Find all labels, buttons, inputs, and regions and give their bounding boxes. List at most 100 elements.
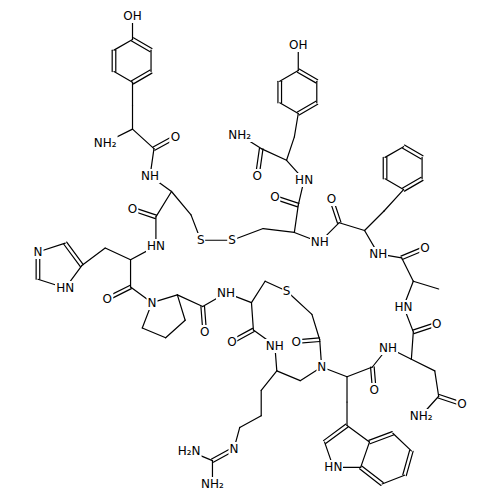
atom-label: OH [288, 38, 308, 52]
bond-line [326, 427, 348, 444]
atom-label: HN [146, 239, 166, 253]
atom-label: NH₂ [93, 136, 118, 150]
atom-label: NH [216, 286, 236, 300]
atom-label: H₂N [177, 444, 202, 458]
bond-line [277, 371, 300, 381]
atom-label: O [456, 397, 467, 411]
bond-line [393, 433, 412, 451]
bond-line [112, 50, 113, 71]
bond-line [411, 332, 413, 359]
bond-line [385, 147, 404, 158]
atom-label: O [431, 317, 442, 331]
bond-line [156, 192, 172, 217]
atom-label: NH [265, 339, 285, 353]
bond-line [287, 137, 295, 160]
bond-line [261, 149, 286, 161]
bond-line [297, 101, 316, 112]
bond-line [384, 190, 404, 211]
bond-line [172, 192, 192, 215]
bond-line [132, 82, 133, 105]
atom-label: O [101, 292, 112, 306]
atom-label: S [196, 233, 206, 247]
bond-line [105, 248, 130, 260]
bond-line [280, 103, 299, 114]
atom-label: N [32, 245, 43, 259]
bond-line [406, 451, 413, 475]
bond-line [324, 424, 346, 441]
atom-label: HN [55, 281, 75, 295]
atom-label: OH [122, 9, 142, 23]
atom-label: N [228, 442, 239, 456]
bond-line [411, 359, 434, 371]
bond-line [177, 295, 185, 320]
atom-label: NH₂ [409, 409, 434, 423]
bond-line [132, 106, 133, 129]
bond-line [339, 223, 364, 231]
atom-label: NH₂ [227, 128, 252, 142]
bond-line [133, 73, 152, 84]
atom-label: O [252, 169, 263, 183]
atom-label: N [316, 360, 327, 374]
bond-line [297, 72, 316, 83]
bond-line [114, 72, 133, 83]
bond-line [240, 416, 261, 428]
atom-label: O [269, 190, 280, 204]
bond-line [82, 248, 105, 266]
bond-line [370, 435, 393, 444]
bond-line [346, 377, 347, 402]
atom-label: NH₂ [200, 477, 225, 491]
atom-label: HN [294, 173, 314, 187]
bond-line [114, 39, 133, 50]
bond-line [64, 244, 81, 266]
bond-line [386, 157, 387, 178]
bond-line [294, 205, 298, 232]
bond-line [360, 469, 381, 486]
atom-label: N [147, 296, 158, 310]
bond-line [385, 179, 404, 190]
bond-line [251, 303, 253, 330]
atom-label: NH [368, 247, 388, 261]
bond-line [365, 211, 385, 231]
atom-label: HN [323, 460, 343, 474]
bond-line [280, 71, 299, 82]
atom-label: NH [378, 341, 398, 355]
bond-line [133, 129, 154, 149]
atom-label: HN [394, 300, 414, 314]
bond-line [294, 114, 298, 137]
atom-label: O [326, 192, 337, 206]
bond-line [403, 148, 422, 159]
bond-line [413, 281, 438, 289]
bond-line [346, 402, 347, 425]
bond-line [383, 157, 384, 178]
atom-label: O [199, 325, 210, 339]
atom-label: O [291, 335, 302, 349]
bond-line [150, 50, 151, 71]
atom-label: O [127, 202, 138, 216]
atom-label: NH [140, 169, 160, 183]
bond-line [403, 177, 422, 188]
bond-line [277, 81, 278, 102]
atom-label: O [419, 241, 430, 255]
bond-line [281, 81, 282, 102]
bond-line [133, 38, 152, 49]
bond-line [130, 260, 131, 287]
atom-label: O [369, 383, 380, 397]
bond-line [347, 426, 369, 443]
atom-label: O [170, 130, 181, 144]
bond-line [347, 367, 372, 377]
bond-line [421, 157, 422, 178]
bond-line [362, 466, 383, 483]
bond-line [263, 229, 294, 233]
bond-line [369, 432, 392, 441]
bond-line [115, 50, 116, 71]
bond-line [403, 450, 410, 474]
bond-line [177, 295, 202, 307]
bond-line [361, 442, 370, 467]
atom-label: S [282, 284, 292, 298]
bond-line [402, 258, 414, 281]
bond-line [166, 320, 186, 338]
bond-line [382, 475, 404, 484]
bond-line [261, 371, 277, 391]
atom-label: S [227, 233, 237, 247]
